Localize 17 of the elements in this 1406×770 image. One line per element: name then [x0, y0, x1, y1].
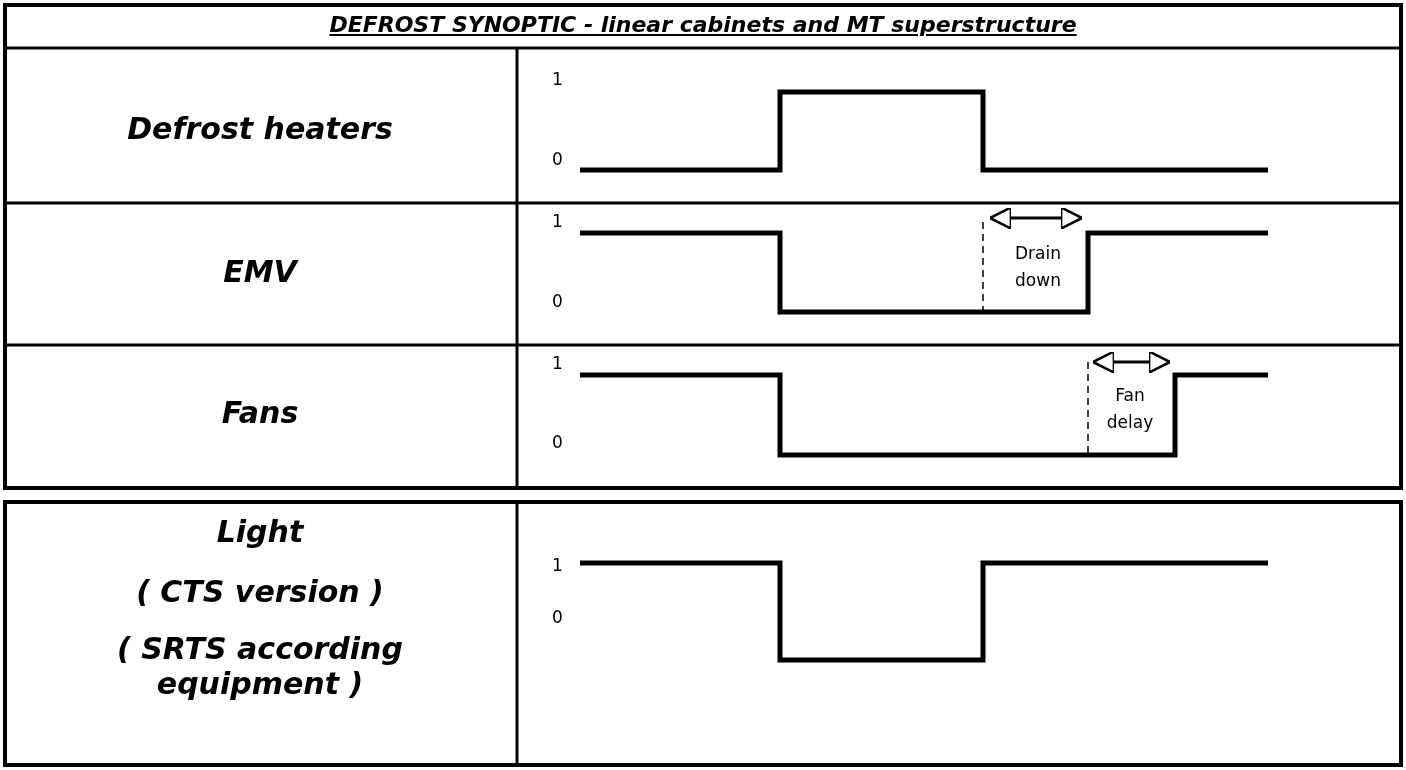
- annotation-text: Drain down: [1014, 242, 1062, 293]
- table-title: DEFROST SYNOPTIC - linear cabinets and MT superstructure: [328, 12, 1078, 38]
- level-label: 0: [552, 608, 564, 628]
- annotation-text: Fan delay: [1105, 384, 1155, 435]
- level-label: 0: [552, 433, 564, 453]
- signal-name: Defrost heaters: [126, 112, 394, 147]
- level-label: 1: [552, 354, 564, 374]
- level-label: 1: [552, 70, 564, 90]
- level-label: 0: [552, 150, 564, 170]
- signal-name: ( CTS version ): [135, 575, 385, 610]
- level-label: 1: [552, 212, 564, 232]
- signal-name: ( SRTS according equipment ): [116, 632, 404, 701]
- signal-name: Light: [215, 515, 306, 550]
- signal-name: EMV: [222, 255, 300, 290]
- level-label: 0: [552, 292, 564, 312]
- signal-name: Fans: [220, 396, 300, 431]
- level-label: 1: [552, 556, 564, 576]
